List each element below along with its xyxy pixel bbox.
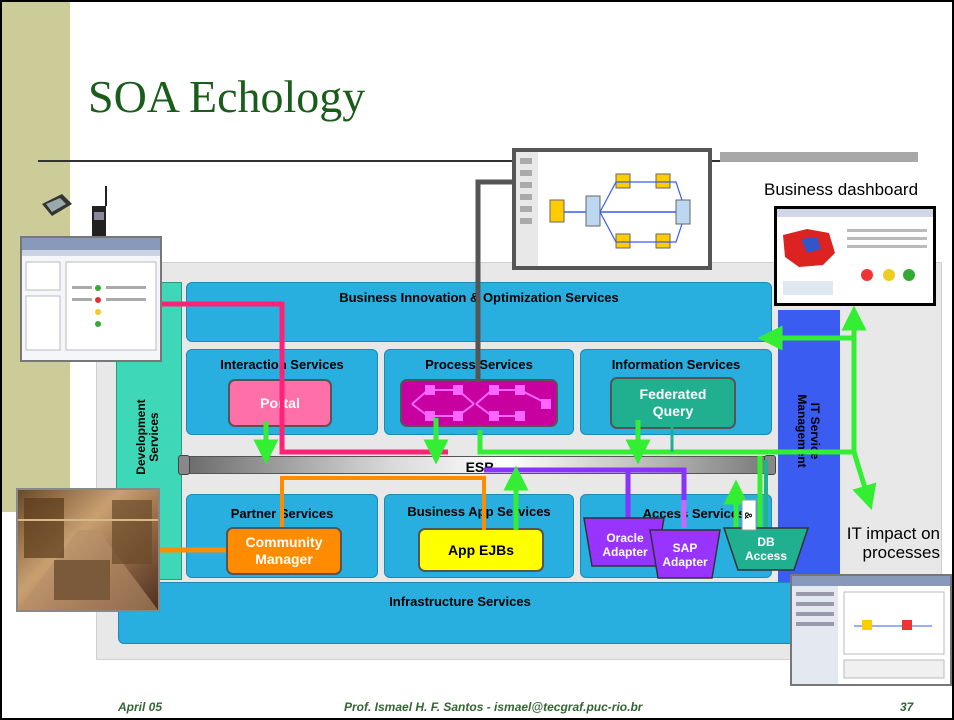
- it-impact-screenshot: [790, 574, 952, 686]
- community-manager-component: Community Manager: [226, 527, 342, 575]
- access-services-label: Access Services: [642, 506, 746, 521]
- process-flow-graphic: [411, 385, 551, 421]
- it-impact-label: IT impact on processes: [846, 524, 940, 562]
- slide-title: SOA Echology: [88, 71, 366, 122]
- title-rule: [38, 160, 918, 162]
- oracle-adapter-component: Oracle Adapter: [602, 531, 648, 559]
- infrastructure-services-label: Infrastructure Services: [389, 594, 531, 609]
- business-dashboard-screenshot: [774, 206, 936, 306]
- infrastructure-services-box: [118, 582, 838, 644]
- portal-screenshot: [20, 236, 162, 362]
- information-services-label: Information Services: [611, 357, 741, 372]
- title-rule-accent: [720, 152, 918, 162]
- db-access-component: DB Access: [744, 535, 788, 563]
- business-dashboard-label: Business dashboard: [764, 180, 919, 199]
- process-modeler-screenshot: [512, 148, 712, 270]
- footer-page-number: 37: [900, 700, 914, 714]
- sap-adapter-component: SAP Adapter: [662, 541, 708, 569]
- footer-author: Prof. Ismael H. F. Santos - ismael@tecgr…: [344, 700, 643, 714]
- hidden-label-glyph: &: [742, 511, 754, 520]
- federated-query-component: Federated Query: [610, 377, 736, 429]
- esb-left-cap: [178, 455, 190, 475]
- app-ejbs-component: App EJBs: [418, 528, 544, 572]
- footer-date: April 05: [118, 700, 163, 714]
- warehouse-photo: [16, 488, 160, 612]
